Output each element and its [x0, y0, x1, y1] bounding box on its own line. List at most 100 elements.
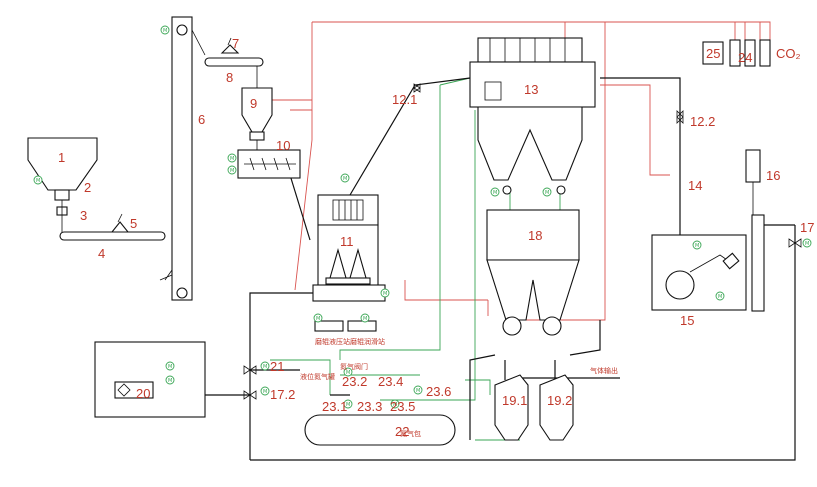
label-19-2: 19.2: [547, 393, 572, 408]
svg-text:M: M: [36, 178, 40, 184]
svg-text:M: M: [263, 364, 267, 370]
motor-icon: M: [260, 361, 270, 371]
feed-hopper: [27, 137, 98, 235]
valves: [243, 83, 802, 400]
label-21: 21: [270, 359, 284, 374]
svg-text:M: M: [695, 243, 699, 249]
motor-icon: M: [227, 153, 237, 163]
bag-filter-main: [469, 37, 596, 195]
belt-conveyor-4: [59, 213, 166, 241]
gas-out-annotation: 气体输出: [590, 366, 618, 375]
motor-icon: M: [413, 385, 423, 395]
label-10: 10: [276, 138, 290, 153]
pipe-top-annotation: 氮气阀门: [340, 362, 368, 371]
product-tank-19-2: [539, 374, 574, 441]
motor-icon: M: [692, 240, 702, 250]
label-23-5: 23.5: [390, 399, 415, 414]
label-7: 7: [232, 36, 239, 51]
motor-icon: M: [360, 313, 370, 323]
svg-text:M: M: [230, 156, 234, 162]
label-24: 24: [738, 50, 752, 65]
label-12-2: 12.2: [690, 114, 715, 129]
bin-9: [241, 66, 273, 150]
motor-icon: M: [380, 288, 390, 298]
mill-left-annotation: 磨辊液压站: [315, 337, 350, 346]
label-17-2: 17.2: [270, 387, 295, 402]
label-23-3: 23.3: [357, 399, 382, 414]
motor-icon: M: [343, 399, 353, 409]
motor-icon: M: [343, 367, 353, 377]
label-23-2: 23.2: [342, 374, 367, 389]
label-11: 11: [340, 234, 354, 249]
cyclone-collector: [486, 209, 580, 336]
svg-text:M: M: [393, 402, 397, 408]
equipment-labels: 1 2 3 4 5 6 7 8 9 10 11 12.1 12.2 13 14 …: [58, 36, 814, 439]
svg-text:M: M: [805, 241, 809, 247]
motor-icon: M: [490, 187, 500, 197]
motor-icon: M: [165, 375, 175, 385]
product-tank-19-1: [494, 374, 529, 441]
motor-icon: M: [33, 175, 43, 185]
motor-icon: M: [260, 386, 270, 396]
label-14: 14: [688, 178, 702, 193]
svg-text:M: M: [493, 190, 497, 196]
motor-icon: M: [542, 187, 552, 197]
label-23-4: 23.4: [378, 374, 403, 389]
nitrogen-tank: [304, 414, 456, 446]
motor-icon: M: [715, 291, 725, 301]
pipe-left-annotation: 液位氮气罐: [300, 372, 335, 381]
svg-text:M: M: [316, 316, 320, 322]
tank-22-annotation: 氮气包: [400, 429, 421, 438]
motor-icon: M: [340, 173, 350, 183]
label-23-6: 23.6: [426, 384, 451, 399]
svg-text:M: M: [363, 316, 367, 322]
screw-feeder: [237, 149, 301, 179]
label-4: 4: [98, 246, 105, 261]
motor-icons: M M M M M M M M M M M M M M M M M M M M …: [33, 25, 812, 409]
mill-right-annotation: 磨辊润滑站: [350, 337, 385, 346]
motor-icon: M: [227, 165, 237, 175]
label-12-1: 12.1: [392, 92, 417, 107]
svg-text:M: M: [346, 402, 350, 408]
svg-text:M: M: [545, 190, 549, 196]
annotations: 氮气包 磨辊液压站 磨辊润滑站 氮气阀门 液位氮气罐 气体输出: [300, 337, 618, 438]
label-co2: CO₂: [776, 46, 801, 61]
label-20: 20: [136, 386, 150, 401]
motor-icon: M: [165, 361, 175, 371]
svg-text:M: M: [718, 294, 722, 300]
label-9: 9: [250, 96, 257, 111]
label-13: 13: [524, 82, 538, 97]
label-6: 6: [198, 112, 205, 127]
svg-text:M: M: [163, 28, 167, 34]
label-1: 1: [58, 150, 65, 165]
vertical-mill: [312, 194, 386, 332]
label-8: 8: [226, 70, 233, 85]
svg-text:M: M: [168, 378, 172, 384]
label-5: 5: [130, 216, 137, 231]
label-17: 17: [800, 220, 814, 235]
svg-text:M: M: [383, 291, 387, 297]
label-18: 18: [528, 228, 542, 243]
belt-conveyor-8: [204, 37, 264, 67]
label-19-1: 19.1: [502, 393, 527, 408]
label-15: 15: [680, 313, 694, 328]
label-3: 3: [80, 208, 87, 223]
motor-icon: M: [160, 25, 170, 35]
svg-text:M: M: [168, 364, 172, 370]
motor-icon: M: [802, 238, 812, 248]
co2-analyzers: [702, 39, 771, 67]
svg-text:M: M: [263, 389, 267, 395]
svg-text:M: M: [346, 370, 350, 376]
motor-icon: M: [390, 399, 400, 409]
svg-text:M: M: [343, 176, 347, 182]
nitrogen-generator: [94, 341, 206, 418]
label-25: 25: [706, 46, 720, 61]
label-23-1: 23.1: [322, 399, 347, 414]
svg-text:M: M: [230, 168, 234, 174]
motor-icon: M: [313, 313, 323, 323]
label-22: 22: [395, 424, 409, 439]
bucket-elevator: [159, 16, 206, 301]
label-2: 2: [84, 180, 91, 195]
exhaust-stack: [745, 149, 765, 312]
